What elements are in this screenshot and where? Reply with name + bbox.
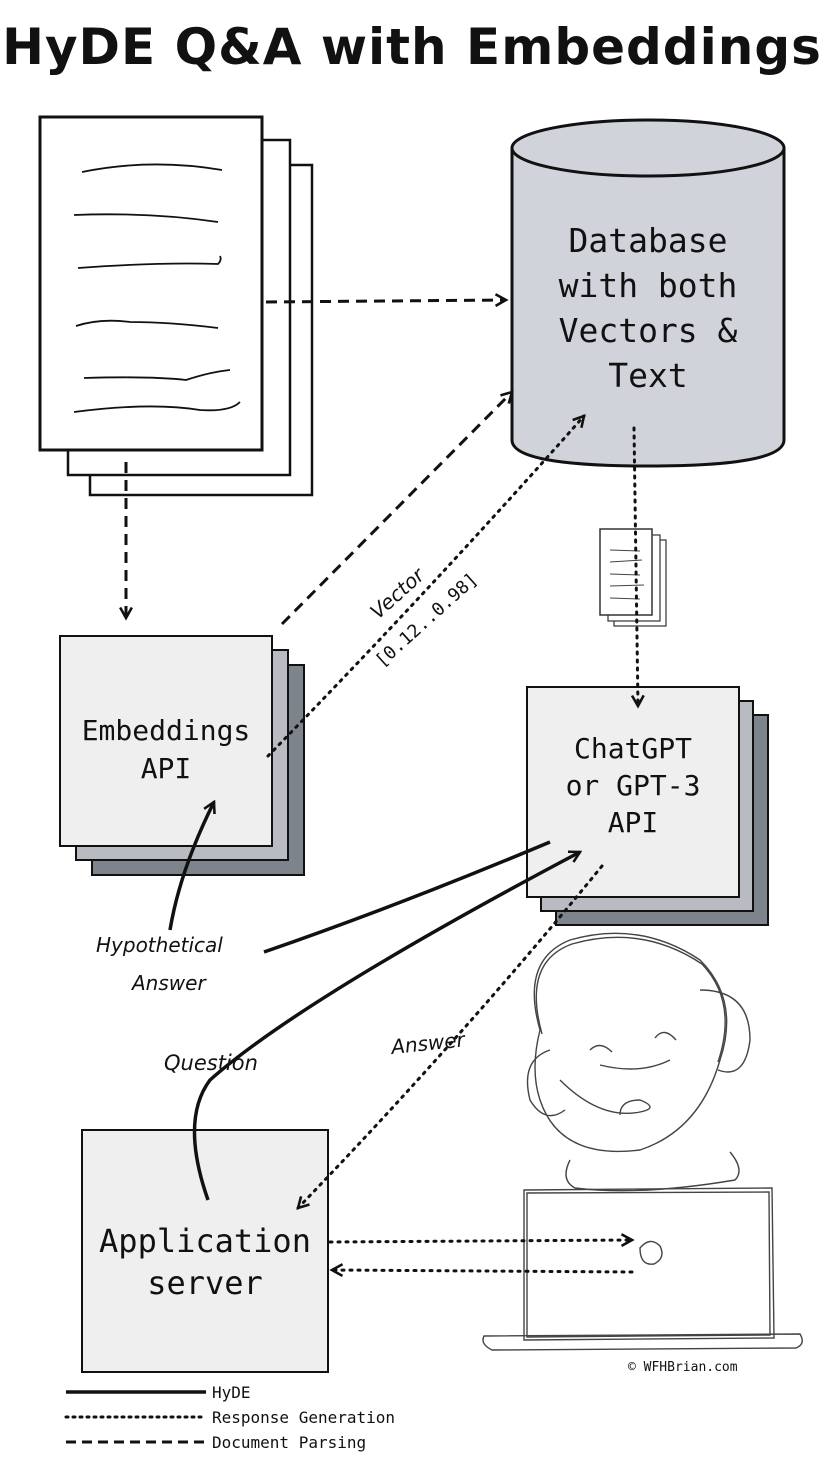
document-text-lines bbox=[73, 163, 241, 413]
edge-vector-query bbox=[266, 416, 584, 758]
legend-item-parsing: Document Parsing bbox=[66, 1430, 395, 1455]
laptop-logo-icon bbox=[639, 1240, 663, 1265]
legend: HyDE Response Generation Document Parsin… bbox=[66, 1380, 395, 1455]
label-question: Question bbox=[164, 1051, 258, 1075]
database-label: Database with both Vectors & Text bbox=[558, 221, 738, 395]
edge-hypothetical-out bbox=[263, 840, 551, 954]
chatgpt-box bbox=[526, 686, 769, 926]
label-answer: Answer bbox=[388, 1027, 468, 1059]
chatgpt-label: ChatGPT or GPT-3 API bbox=[565, 732, 701, 839]
retrieved-documents-icon bbox=[599, 528, 667, 627]
edge-answer bbox=[298, 864, 604, 1208]
app-server-label: Application server bbox=[99, 1222, 311, 1302]
label-hypothetical-2: Answer bbox=[130, 971, 207, 995]
edge-user-to-app bbox=[332, 1270, 634, 1272]
legend-label: Document Parsing bbox=[212, 1433, 367, 1452]
edge-question bbox=[192, 850, 580, 1201]
edge-hypothetical-in bbox=[168, 802, 214, 931]
app-server-box bbox=[81, 1129, 329, 1373]
edge-embeddings-to-db bbox=[280, 392, 512, 626]
edge-app-to-user bbox=[328, 1240, 632, 1242]
laptop-sketch bbox=[482, 1187, 803, 1351]
edge-docs-to-db bbox=[265, 300, 506, 302]
legend-item-response: Response Generation bbox=[66, 1405, 395, 1430]
legend-label: Response Generation bbox=[212, 1408, 396, 1427]
user-sketch bbox=[526, 932, 751, 1192]
label-hypothetical-1: Hypothetical bbox=[96, 933, 223, 957]
embeddings-label: Embeddings API bbox=[81, 714, 251, 785]
database-cylinder bbox=[510, 118, 786, 468]
document-stack bbox=[38, 115, 314, 497]
legend-label: HyDE bbox=[212, 1383, 251, 1402]
credit-text: © WFHBrian.com bbox=[628, 1360, 738, 1375]
legend-item-hyde: HyDE bbox=[66, 1380, 395, 1405]
edge-db-to-chatgpt bbox=[634, 426, 638, 706]
page-title: HyDE Q&A with Embeddings bbox=[2, 18, 822, 76]
